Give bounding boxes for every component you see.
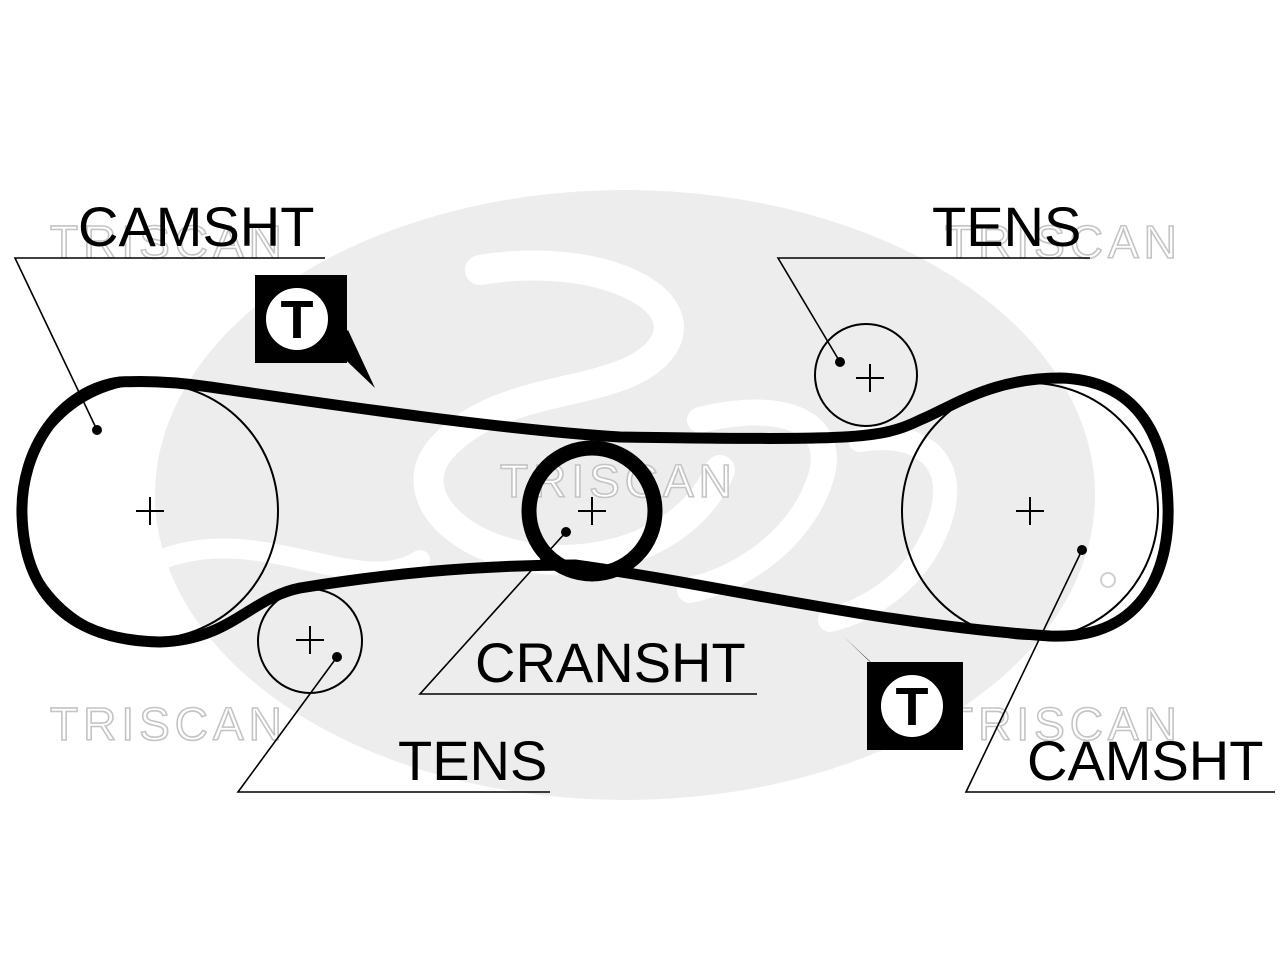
triscan-watermark: TRISCAN (50, 216, 287, 268)
label-tensioner-top: TENS (932, 195, 1081, 258)
triscan-watermark: TRISCAN (50, 698, 287, 750)
triscan-watermark: TRISCAN (945, 698, 1182, 750)
triscan-watermark: TRISCAN (945, 216, 1182, 268)
timing-mark-letter: T (281, 290, 314, 350)
timing-mark-letter: T (896, 677, 929, 737)
label-crankshaft: CRANSHT (475, 631, 746, 694)
crankshaft-pulley (521, 440, 663, 582)
triscan-watermark: TRISCAN (500, 455, 737, 507)
top-tensioner-pulley (814, 323, 918, 427)
timing-mark-top: T (255, 275, 375, 388)
label-tensioner-bottom: TENS (398, 729, 547, 792)
pulley-center-marks (136, 364, 1044, 654)
leader-lines (13, 257, 1275, 793)
label-camshaft-left: CAMSHT (78, 195, 314, 258)
timing-mark-bottom: T (843, 636, 963, 750)
label-camshaft-right: CAMSHT (1027, 729, 1263, 792)
timing-belt (16, 372, 1174, 648)
